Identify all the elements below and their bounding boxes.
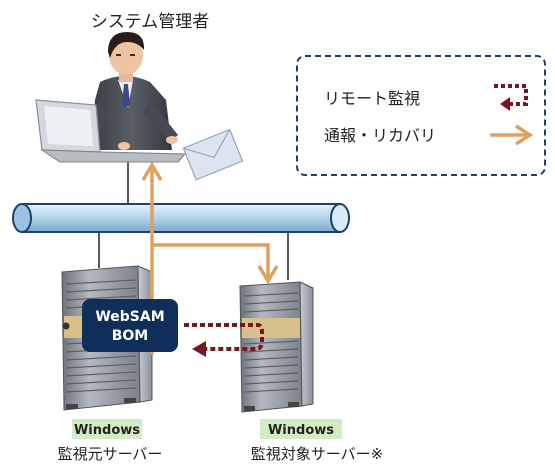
left-os-tag bbox=[72, 419, 142, 439]
websam-bom-badge: WebSAM BOM bbox=[82, 299, 178, 352]
left-server-caption: 監視元サーバー bbox=[58, 445, 163, 463]
legend-box: リモート監視 通報・リカバリ bbox=[296, 55, 546, 176]
legend-orange-arrow-icon bbox=[490, 124, 534, 146]
remote-monitoring-arrow bbox=[184, 323, 264, 357]
right-os-tag bbox=[260, 419, 342, 439]
legend-dotted-arrow-icon bbox=[494, 84, 528, 111]
right-server-caption: 監視対象サーバー※ bbox=[251, 445, 383, 463]
badge-line2: BOM bbox=[112, 328, 149, 344]
mail-envelope-icon bbox=[182, 128, 244, 181]
laptop-icon bbox=[35, 99, 187, 163]
left-os-label: Windows bbox=[74, 423, 140, 438]
right-server-icon bbox=[239, 281, 314, 413]
badge-line1: WebSAM bbox=[95, 309, 164, 325]
legend-remote-monitoring-label: リモート監視 bbox=[324, 89, 420, 108]
admin-person-icon bbox=[86, 32, 178, 150]
legend-notification-label: 通報・リカバリ bbox=[324, 126, 436, 145]
right-os-label: Windows bbox=[268, 423, 334, 438]
network-pipe bbox=[12, 203, 350, 233]
admin-title: システム管理者 bbox=[91, 12, 210, 32]
